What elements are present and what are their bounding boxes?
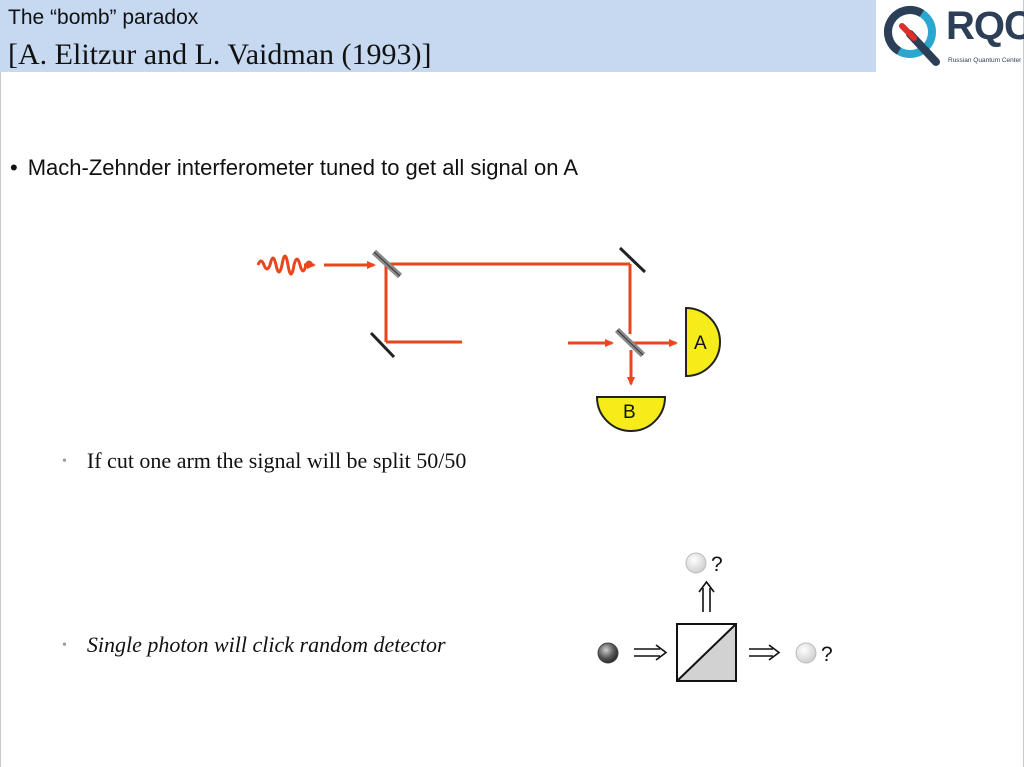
rqc-q-icon	[884, 5, 940, 66]
mirror-bottom-left	[369, 331, 396, 359]
photon-wave-icon	[256, 254, 314, 276]
slide-title: The “bomb” paradox	[8, 6, 199, 29]
bullet-main-text: Mach-Zehnder interferometer tuned to get…	[27, 155, 579, 180]
bullet-sub-1-text: If cut one arm the signal will be split …	[86, 448, 467, 473]
slide-border-left	[0, 0, 1, 767]
bullet-sub-2-text: Single photon will click random detector	[86, 632, 446, 657]
logo-wordmark: RQC	[946, 4, 1024, 48]
bullet-dot: •	[62, 638, 67, 653]
bullet-main: • Mach-Zehnder interferometer tuned to ge…	[10, 155, 578, 181]
double-arrow-up-icon	[698, 580, 715, 612]
bullet-dot: •	[62, 454, 67, 469]
detector-a-label: A	[694, 333, 707, 354]
detector-a	[685, 306, 721, 378]
slide-citation: [A. Elitzur and L. Vaidman (1993)]	[8, 38, 432, 71]
bullet-sub-2: • Single photon will click random detecto…	[62, 632, 446, 658]
output-top-question: ?	[711, 553, 723, 576]
bullet-dot: •	[10, 155, 18, 180]
detector-b	[595, 396, 667, 432]
rqc-logo: RQC Russian Quantum Center	[880, 2, 1024, 68]
output-photon-right	[795, 642, 817, 664]
double-arrow-right-icon	[749, 644, 781, 661]
double-arrow-in-icon	[634, 644, 668, 661]
logo-subtitle: Russian Quantum Center	[948, 57, 1022, 64]
title-band: The “bomb” paradox [A. Elitzur and L. Va…	[0, 0, 876, 72]
mirror-top-right	[618, 246, 647, 274]
output-photon-top	[685, 552, 707, 574]
photon-source	[597, 642, 619, 664]
bullet-sub-1: • If cut one arm the signal will be split…	[62, 448, 466, 474]
detector-b-label: B	[623, 402, 636, 423]
output-right-question: ?	[821, 643, 833, 666]
